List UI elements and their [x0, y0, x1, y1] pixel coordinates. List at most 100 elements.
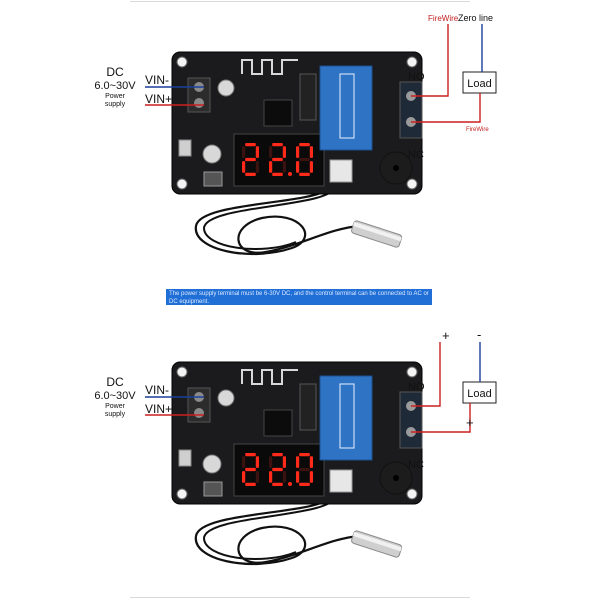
display-segment — [282, 456, 286, 468]
dc-label: DC — [106, 375, 124, 389]
display-segment — [299, 467, 310, 472]
power-supply-label: Power — [105, 403, 126, 410]
vin-minus-label: VIN- — [145, 383, 169, 397]
zero-line-label: Zero line — [458, 13, 493, 23]
driver-chip — [299, 73, 317, 121]
output-terminal-block — [399, 391, 423, 449]
display-segment — [269, 471, 273, 483]
no-label: NO — [408, 71, 425, 83]
display-segment — [309, 471, 313, 483]
fire-wire-label: FireWire — [466, 127, 489, 133]
plus-label: + — [442, 328, 450, 343]
display-segment — [255, 471, 259, 483]
display-segment — [255, 161, 259, 173]
fire-wire-label: FireWire — [428, 14, 459, 23]
vin-minus-label: VIN- — [145, 73, 169, 87]
temperature-probe — [351, 220, 403, 248]
positive-wire — [411, 342, 441, 407]
display-digit — [242, 143, 259, 176]
power-supply-label: Power — [105, 93, 126, 100]
load-fire-wire — [411, 93, 481, 123]
display-segment — [299, 157, 310, 162]
mount-hole — [176, 366, 188, 378]
nc-label: NC — [408, 459, 424, 471]
voltage-range-label: 6.0~30V — [94, 80, 136, 92]
display-segment — [309, 456, 313, 468]
display-segment — [272, 143, 283, 147]
display-segment — [245, 482, 256, 486]
display-segment — [282, 146, 286, 158]
capacitor — [202, 144, 222, 164]
display-segment — [272, 482, 283, 486]
minus-label: - — [477, 327, 481, 342]
top-frame-line — [130, 1, 470, 2]
display-segment — [245, 467, 256, 472]
display-segment — [242, 161, 246, 173]
buzzer-hole — [393, 475, 399, 481]
output-terminal-block — [399, 81, 423, 139]
input-terminal-screw — [194, 98, 204, 108]
display-segment — [245, 172, 256, 176]
sensor-connector — [329, 469, 353, 493]
display-dot — [288, 482, 292, 486]
capacitor — [217, 79, 235, 97]
vin-plus-label: VIN+ — [145, 402, 172, 416]
relay-label-area — [339, 73, 355, 139]
display-digit — [242, 453, 259, 486]
set-button — [203, 171, 223, 187]
load-label: Load — [467, 78, 491, 90]
capacitor — [217, 389, 235, 407]
bottom-frame-line — [130, 597, 470, 598]
display-segment — [299, 482, 310, 486]
capacitor — [202, 454, 222, 474]
display-segment — [269, 456, 273, 468]
display-segment — [242, 456, 246, 468]
display-segment — [296, 471, 300, 483]
microcontroller-chip — [263, 99, 293, 127]
voltage-range-label: 6.0~30V — [94, 390, 136, 402]
display-segment — [282, 471, 286, 483]
display-segment — [296, 456, 300, 468]
relay — [319, 65, 373, 151]
display-segment — [272, 467, 283, 472]
mount-hole — [406, 56, 418, 68]
display-digit — [269, 143, 292, 176]
probe-cable — [194, 494, 361, 565]
display-segment — [242, 146, 246, 158]
mount-hole — [176, 178, 188, 190]
display-digit — [296, 143, 313, 176]
sensor-connector — [329, 159, 353, 183]
load-label: Load — [467, 388, 491, 400]
buzzer-hole — [393, 165, 399, 171]
mount-hole — [176, 488, 188, 500]
display-segment — [299, 172, 310, 176]
power-supply-label: supply — [105, 101, 126, 108]
vin-plus-label: VIN+ — [145, 92, 172, 106]
display-digit — [269, 453, 292, 486]
display-dot — [288, 172, 292, 176]
display-segment — [309, 161, 313, 173]
power-supply-label: supply — [105, 411, 126, 418]
probe-cable — [194, 184, 361, 255]
antenna-trace — [241, 369, 298, 385]
input-terminal-screw — [194, 408, 204, 418]
display-segment — [296, 146, 300, 158]
display-segment — [245, 157, 256, 162]
display-segment — [255, 456, 259, 468]
display-segment — [296, 161, 300, 173]
display-segment — [299, 453, 310, 457]
probe-shine — [352, 532, 402, 552]
display-segment — [245, 143, 256, 147]
probe-cable — [202, 184, 337, 251]
plus-label: + — [466, 415, 474, 430]
display-digit — [296, 453, 313, 486]
panel-ac-wiring: DC6.0~30VPowersupplyVIN-VIN+NONCLoadFire… — [94, 13, 497, 255]
display-segment — [272, 453, 283, 457]
display-segment — [255, 146, 259, 158]
mount-hole — [406, 488, 418, 500]
relay — [319, 375, 373, 461]
display-segment — [272, 157, 283, 162]
display-segment — [242, 471, 246, 483]
antenna-trace — [241, 59, 298, 75]
